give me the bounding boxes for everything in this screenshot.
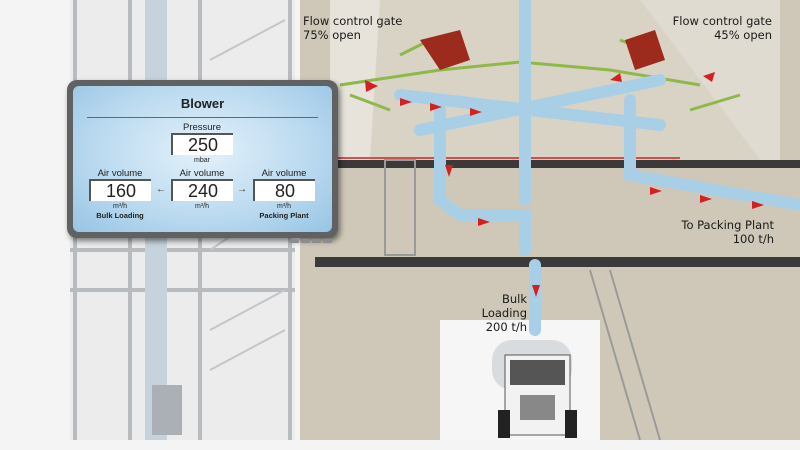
right-caption: Air volume [261,168,307,179]
bulk-line2: 200 t/h [485,320,527,334]
panel-button[interactable] [301,239,310,243]
packing-plant-label: To Packing Plant 100 t/h [681,218,774,246]
gate-left-label: Flow control gate 75% open [303,14,402,42]
panel-button[interactable] [290,239,299,243]
gate-left-line2: 75% open [303,28,361,42]
gate-right-line1: Flow control gate [672,14,772,28]
blower-screen: Blower Pressure 250 mbar Air volume 160 … [73,86,332,232]
bulk-line1: Bulk Loading [481,292,527,320]
pressure-unit: mbar [194,157,210,164]
center-caption: Air volume [179,168,225,179]
gate-right-line2: 45% open [714,28,772,42]
pressure-caption: Pressure [182,122,221,133]
bulk-loading-label: Bulk Loading 200 t/h [455,292,527,334]
center-value: 240 [171,179,233,201]
pressure-value: 250 [171,133,233,155]
gate-right-label: Flow control gate 45% open [673,14,772,42]
blower-panel: Blower Pressure 250 mbar Air volume 160 … [67,80,338,243]
left-caption: Air volume [97,168,143,179]
right-value: 80 [253,179,315,201]
arrow-right-icon: → [237,184,247,195]
panel-button[interactable] [312,239,321,243]
center-unit: m³/h [195,203,209,210]
panel-button[interactable] [323,239,332,243]
packing-line1: To Packing Plant [681,218,774,232]
right-unit: m³/h [277,203,291,210]
left-unit: m³/h [113,203,127,210]
packing-line2: 100 t/h [732,232,774,246]
panel-title: Blower [180,96,225,111]
panel-buttons [290,239,332,243]
right-name: Packing Plant [259,211,309,220]
left-value: 160 [89,179,151,201]
arrow-left-icon: ← [156,184,166,195]
gate-left-line1: Flow control gate [303,14,403,28]
left-name: Bulk Loading [96,211,144,220]
divider [87,117,318,118]
